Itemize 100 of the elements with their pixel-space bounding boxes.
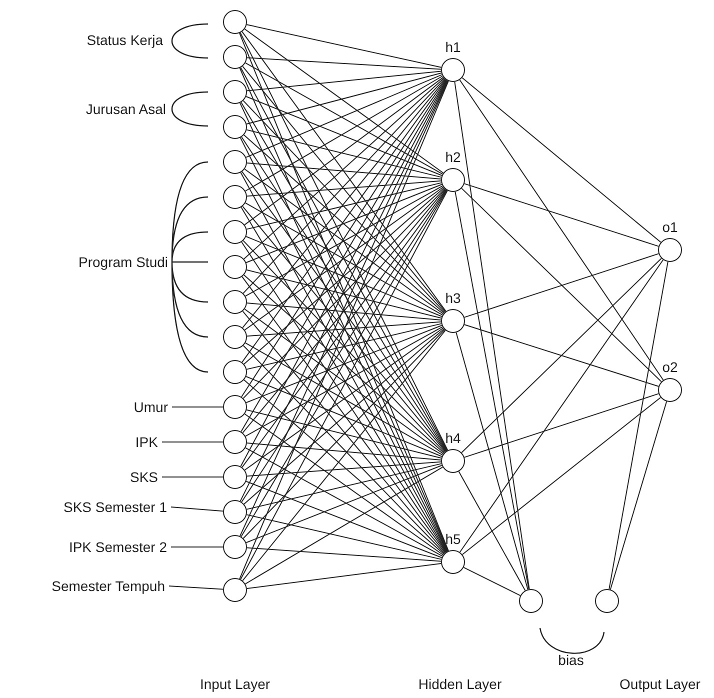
connection-line xyxy=(246,442,442,460)
connection-line xyxy=(246,24,442,68)
neuron-circle xyxy=(223,115,247,139)
leader-line xyxy=(170,546,224,548)
connection-line xyxy=(244,466,444,584)
input-label: IPK xyxy=(135,434,158,450)
connection-line xyxy=(459,259,664,553)
connection-line xyxy=(244,186,444,330)
connection-line xyxy=(610,401,668,590)
neuron-circle xyxy=(519,589,543,613)
neuron-circle xyxy=(223,360,247,384)
connection-line xyxy=(244,202,444,316)
neuron-circle xyxy=(223,395,247,419)
neuron-circle xyxy=(658,378,682,402)
neuron-circle xyxy=(223,465,247,489)
neuron-circle xyxy=(441,309,465,333)
connection-line xyxy=(246,461,442,477)
connection-line xyxy=(242,330,446,582)
connection-line xyxy=(244,187,444,365)
leader-line xyxy=(168,586,224,590)
neuron-circle xyxy=(223,325,247,349)
text-label: bias xyxy=(558,652,584,668)
connection-line xyxy=(246,463,442,510)
neuron-circle xyxy=(223,535,247,559)
connection-line xyxy=(246,480,442,558)
connection-line xyxy=(246,269,442,319)
connection-line xyxy=(454,81,530,590)
connection-line xyxy=(245,62,443,175)
connection-line xyxy=(246,70,442,92)
connection-line xyxy=(246,74,442,158)
input-label: IPK Semester 2 xyxy=(68,539,167,555)
connection-line xyxy=(464,393,660,458)
connection-line xyxy=(244,379,444,555)
neuron-label: h2 xyxy=(445,149,461,165)
connection-line xyxy=(246,72,442,124)
connection-line xyxy=(246,129,442,178)
connection-line xyxy=(246,376,442,457)
connection-line xyxy=(464,324,660,387)
neuron-circle xyxy=(441,58,465,82)
leader-line xyxy=(162,476,224,478)
connection-line xyxy=(246,514,442,560)
connection-line xyxy=(462,397,662,555)
connection-line xyxy=(464,183,660,247)
connection-line xyxy=(244,414,444,556)
neuron-circle xyxy=(223,255,247,279)
connection-line xyxy=(246,182,442,230)
connection-line xyxy=(608,261,668,590)
neuron-circle xyxy=(223,290,247,314)
connection-line xyxy=(246,302,442,320)
connection-line xyxy=(246,563,442,589)
connection-line xyxy=(246,464,442,544)
connection-line xyxy=(246,162,442,180)
neuron-circle xyxy=(223,500,247,524)
connection-line xyxy=(244,328,444,470)
connection-line xyxy=(246,180,442,197)
text-label: Jurusan Asal xyxy=(86,101,166,117)
neuron-label: h3 xyxy=(445,290,461,306)
text-label: Input Layer xyxy=(200,676,270,692)
text-label: Output Layer xyxy=(620,676,700,692)
connection-line xyxy=(458,471,526,591)
connection-line xyxy=(245,185,443,297)
neuron-label: h1 xyxy=(445,39,461,55)
input-label: Umur xyxy=(134,399,168,415)
neuron-circle xyxy=(658,238,682,262)
input-label: SKS xyxy=(130,469,158,485)
neuron-circle xyxy=(223,10,247,34)
connection-line xyxy=(244,28,444,174)
connection-line xyxy=(246,324,442,404)
neuron-label: o2 xyxy=(662,359,678,375)
connection-line xyxy=(456,332,528,590)
connection-line xyxy=(459,79,664,381)
neuron-circle xyxy=(223,578,247,602)
connection-line xyxy=(244,274,444,454)
connection-line xyxy=(246,236,442,317)
leader-line xyxy=(170,506,224,512)
connection-line xyxy=(246,323,442,370)
neuron-circle xyxy=(223,430,247,454)
leader-line xyxy=(172,406,224,408)
neuron-circle xyxy=(223,45,247,69)
connection-line xyxy=(246,96,442,176)
text-label: Status Kerja xyxy=(86,32,163,48)
connection-line xyxy=(246,57,442,70)
connection-line xyxy=(244,76,444,226)
neuron-circle xyxy=(441,550,465,574)
connection-line xyxy=(244,342,444,456)
neuron-circle xyxy=(441,449,465,473)
connection-line xyxy=(244,308,444,454)
neuron-circle xyxy=(223,220,247,244)
connection-line xyxy=(246,547,442,562)
connection-line xyxy=(461,188,662,382)
neuron-circle xyxy=(223,150,247,174)
connection-line xyxy=(244,328,444,505)
connection-line xyxy=(245,326,443,437)
input-label: Semester Tempuh xyxy=(52,578,165,594)
connection-line xyxy=(246,409,442,459)
neuron-label: h5 xyxy=(445,531,461,547)
neuron-label: h4 xyxy=(445,430,461,446)
connection-line xyxy=(244,134,444,314)
connection-line xyxy=(244,168,444,314)
neuron-circle xyxy=(441,168,465,192)
